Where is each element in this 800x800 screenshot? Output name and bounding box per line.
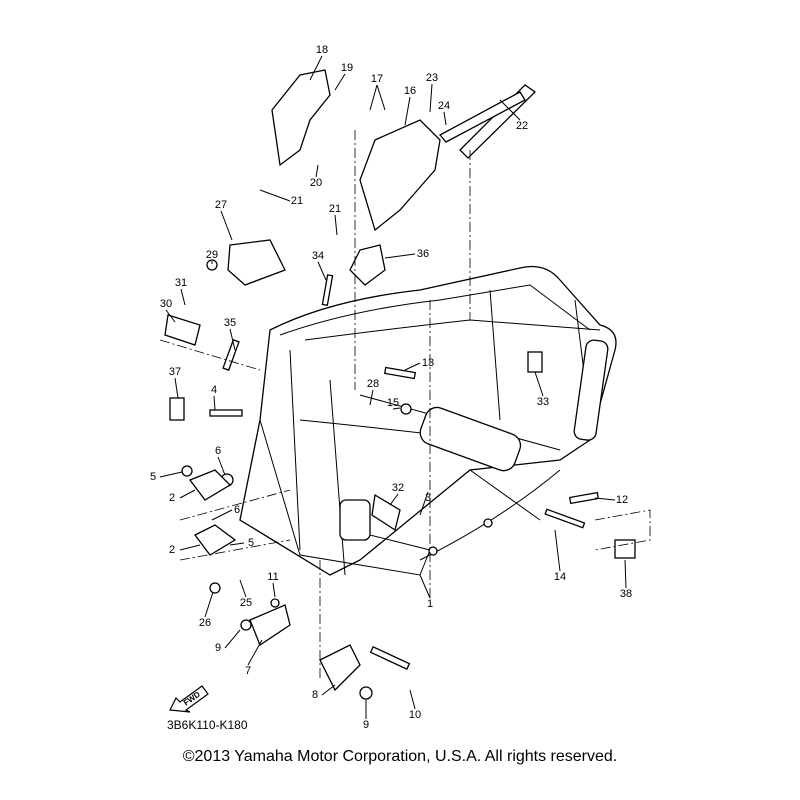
callout-number: 17: [371, 73, 383, 85]
callout-number: 27: [215, 199, 227, 211]
callout-number: 5: [248, 537, 254, 549]
callout-number: 28: [367, 378, 379, 390]
callout-number: 13: [422, 357, 434, 369]
callout-number: 7: [245, 665, 251, 677]
callout-number: 37: [169, 366, 181, 378]
callout-number: 6: [234, 504, 240, 516]
frame-drawing: [159, 55, 651, 719]
callout-number: 34: [312, 250, 324, 262]
callout-number: 23: [426, 72, 438, 84]
callout-number: 22: [516, 120, 528, 132]
callout-number: 35: [224, 317, 236, 329]
callout-number: 26: [199, 617, 211, 629]
callout-number: 33: [537, 396, 549, 408]
callout-number: 31: [175, 277, 187, 289]
callout-number: 2: [169, 492, 175, 504]
callout-number: 8: [312, 689, 318, 701]
callout-number: 14: [554, 571, 566, 583]
callout-number: 11: [267, 571, 278, 583]
callout-number: 30: [160, 298, 172, 310]
callout-number: 6: [215, 445, 221, 457]
copyright-notice: ©2013 Yamaha Motor Corporation, U.S.A. A…: [182, 748, 618, 765]
callout-number: 2: [169, 544, 175, 556]
callout-number: 18: [316, 44, 328, 56]
callout-number: 15: [387, 397, 399, 409]
callout-number: 19: [341, 62, 353, 74]
callout-number: 9: [215, 642, 221, 654]
callout-number: 20: [310, 177, 322, 189]
callout-number: 36: [417, 248, 429, 260]
callout-number: 16: [404, 85, 416, 97]
callout-number: 24: [438, 100, 450, 112]
callout-number: 32: [392, 482, 404, 494]
callout-number: 21: [291, 195, 303, 207]
callout-number: 38: [620, 588, 632, 600]
callout-number: 1: [427, 598, 433, 610]
callout-number: 12: [616, 494, 628, 506]
callout-number: 10: [409, 709, 421, 721]
callout-number: 29: [206, 249, 218, 261]
callout-number: 4: [211, 384, 217, 396]
callout-number: 25: [240, 597, 252, 609]
callout-number: 3: [425, 492, 431, 504]
callout-number: 5: [150, 471, 156, 483]
callout-number: 21: [329, 203, 341, 215]
callout-number: 9: [363, 719, 369, 731]
diagram-code: 3B6K110-K180: [167, 718, 248, 732]
